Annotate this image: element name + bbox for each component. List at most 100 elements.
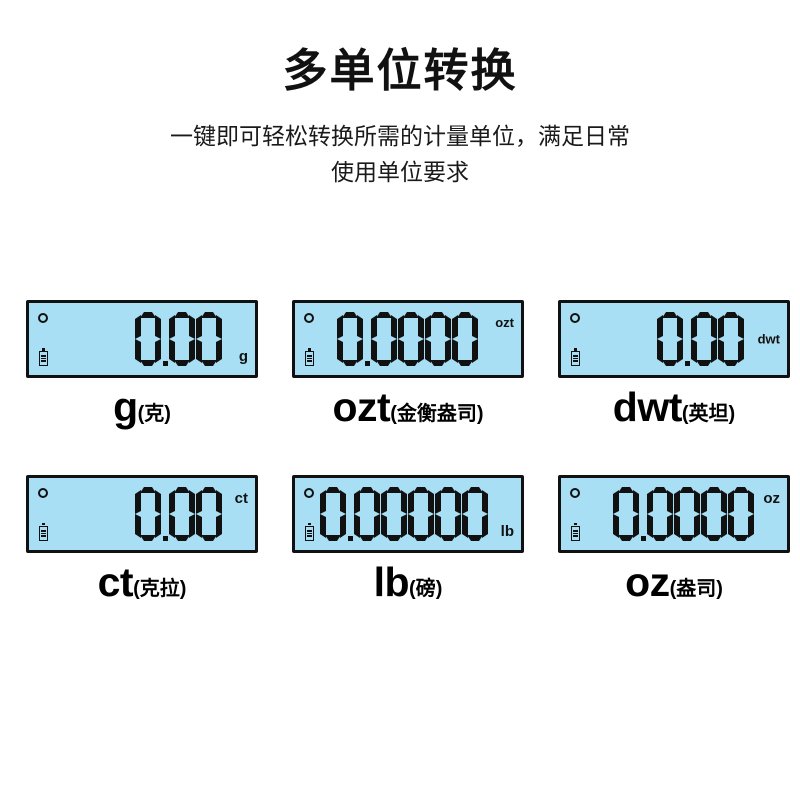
lcd-digit: [701, 487, 727, 541]
lcd-digit: [691, 312, 717, 366]
battery-icon: [571, 522, 580, 541]
unit-caption-ozt: ozt(金衡盎司): [332, 384, 484, 430]
lcd-digit: [381, 487, 407, 541]
zero-circle-icon: [570, 487, 580, 498]
unit-chinese-name: (金衡盎司): [390, 402, 484, 425]
lcd-screen-ct: ct: [26, 474, 258, 553]
lcd-unit-label-oz: oz: [763, 489, 780, 507]
lcd-readout-digits: [320, 487, 489, 541]
battery-icon: [571, 348, 580, 366]
lcd-indicator-group: [570, 485, 588, 547]
lcd-digit: [425, 312, 451, 366]
lcd-digit: [135, 487, 161, 541]
lcd-indicator-group: [304, 485, 322, 547]
lcd-digit: [657, 312, 683, 366]
lcd-screen-lb: lb: [292, 474, 524, 553]
lcd-digit: [674, 487, 700, 541]
lcd-readout-digits: [135, 487, 223, 541]
lcd-indicator-group: [570, 310, 588, 372]
zero-circle-icon: [304, 487, 314, 498]
lcd-decimal-point: [347, 487, 354, 541]
lcd-unit-label-ozt: ozt: [495, 315, 514, 330]
lcd-digit: [169, 487, 195, 541]
lcd-digit: [435, 487, 461, 541]
lcd-indicator-group: [304, 310, 322, 372]
lcd-unit-label-lb: lb: [500, 522, 514, 540]
lcd-readout-digits: [135, 312, 223, 366]
lcd-readout-area: [325, 303, 513, 375]
unit-chinese-name: (克): [137, 402, 171, 425]
lcd-decimal-point: [162, 312, 169, 366]
unit-chinese-name: (英坦): [681, 402, 736, 425]
lcd-unit-label-ct: ct: [234, 489, 248, 507]
lcd-decimal-point: [684, 312, 691, 366]
zero-circle-icon: [304, 313, 314, 323]
lcd-decimal-point: [162, 487, 169, 541]
lcd-screen-dwt: dwt: [558, 300, 790, 378]
lcd-digit: [337, 312, 363, 366]
battery-icon: [39, 348, 48, 366]
lcd-digit: [728, 487, 754, 541]
lcd-readout-area: [591, 303, 779, 375]
unit-caption-dwt: dwt(英坦): [612, 384, 736, 430]
unit-caption-oz: oz(盎司): [625, 558, 723, 605]
zero-circle-icon: [38, 313, 48, 323]
lcd-digit: [354, 487, 380, 541]
unit-symbol: oz: [625, 558, 670, 605]
page-header: 多单位转换 一键即可轻松转换所需的计量单位，满足日常 使用单位要求: [0, 0, 800, 191]
lcd-digit: [371, 312, 397, 366]
lcd-indicator-group: [38, 310, 56, 372]
lcd-readout-area: [325, 478, 513, 550]
unit-symbol: g: [113, 384, 138, 430]
lcd-screen-g: g: [26, 300, 258, 378]
page-subtitle-line-2: 使用单位要求: [331, 159, 469, 186]
lcd-digit: [408, 487, 434, 541]
lcd-readout-area: [591, 478, 779, 550]
unit-chinese-name: (盎司): [669, 577, 723, 600]
battery-icon: [39, 522, 48, 541]
battery-icon: [305, 522, 314, 541]
lcd-digit: [452, 312, 478, 366]
lcd-digit: [462, 487, 488, 541]
lcd-screen-oz: oz: [558, 474, 790, 553]
lcd-readout-digits: [657, 312, 745, 366]
lcd-digit: [135, 312, 161, 366]
page-title: 多单位转换: [282, 45, 518, 96]
unit-caption-ct: ct(克拉): [97, 558, 187, 605]
lcd-unit-label-dwt: dwt: [757, 331, 780, 347]
unit-chinese-name: (磅): [409, 577, 443, 600]
lcd-decimal-point: [640, 487, 647, 541]
lcd-readout-area: [59, 303, 247, 375]
lcd-digit: [196, 487, 222, 541]
unit-symbol: ozt: [332, 384, 391, 430]
zero-circle-icon: [570, 313, 580, 323]
unit-symbol: ct: [97, 558, 134, 605]
unit-symbol: lb: [373, 558, 410, 605]
lcd-digit: [320, 487, 346, 541]
lcd-readout-digits: [337, 312, 479, 366]
lcd-digit: [647, 487, 673, 541]
lcd-digit: [613, 487, 639, 541]
lcd-unit-label-g: g: [238, 348, 248, 365]
lcd-digit: [169, 312, 195, 366]
page-subtitle-line-1: 一键即可轻松转换所需的计量单位，满足日常: [170, 122, 630, 149]
zero-circle-icon: [38, 487, 48, 498]
lcd-digit: [196, 312, 222, 366]
lcd-digit: [718, 312, 744, 366]
unit-caption-lb: lb(磅): [373, 558, 443, 605]
unit-caption-g: g(克): [113, 384, 171, 430]
lcd-decimal-point: [364, 312, 371, 366]
lcd-indicator-group: [38, 485, 56, 547]
unit-symbol: dwt: [612, 384, 683, 430]
lcd-digit: [398, 312, 424, 366]
lcd-screen-ozt: ozt: [292, 300, 524, 378]
unit-chinese-name: (克拉): [133, 577, 187, 600]
lcd-readout-digits: [613, 487, 755, 541]
